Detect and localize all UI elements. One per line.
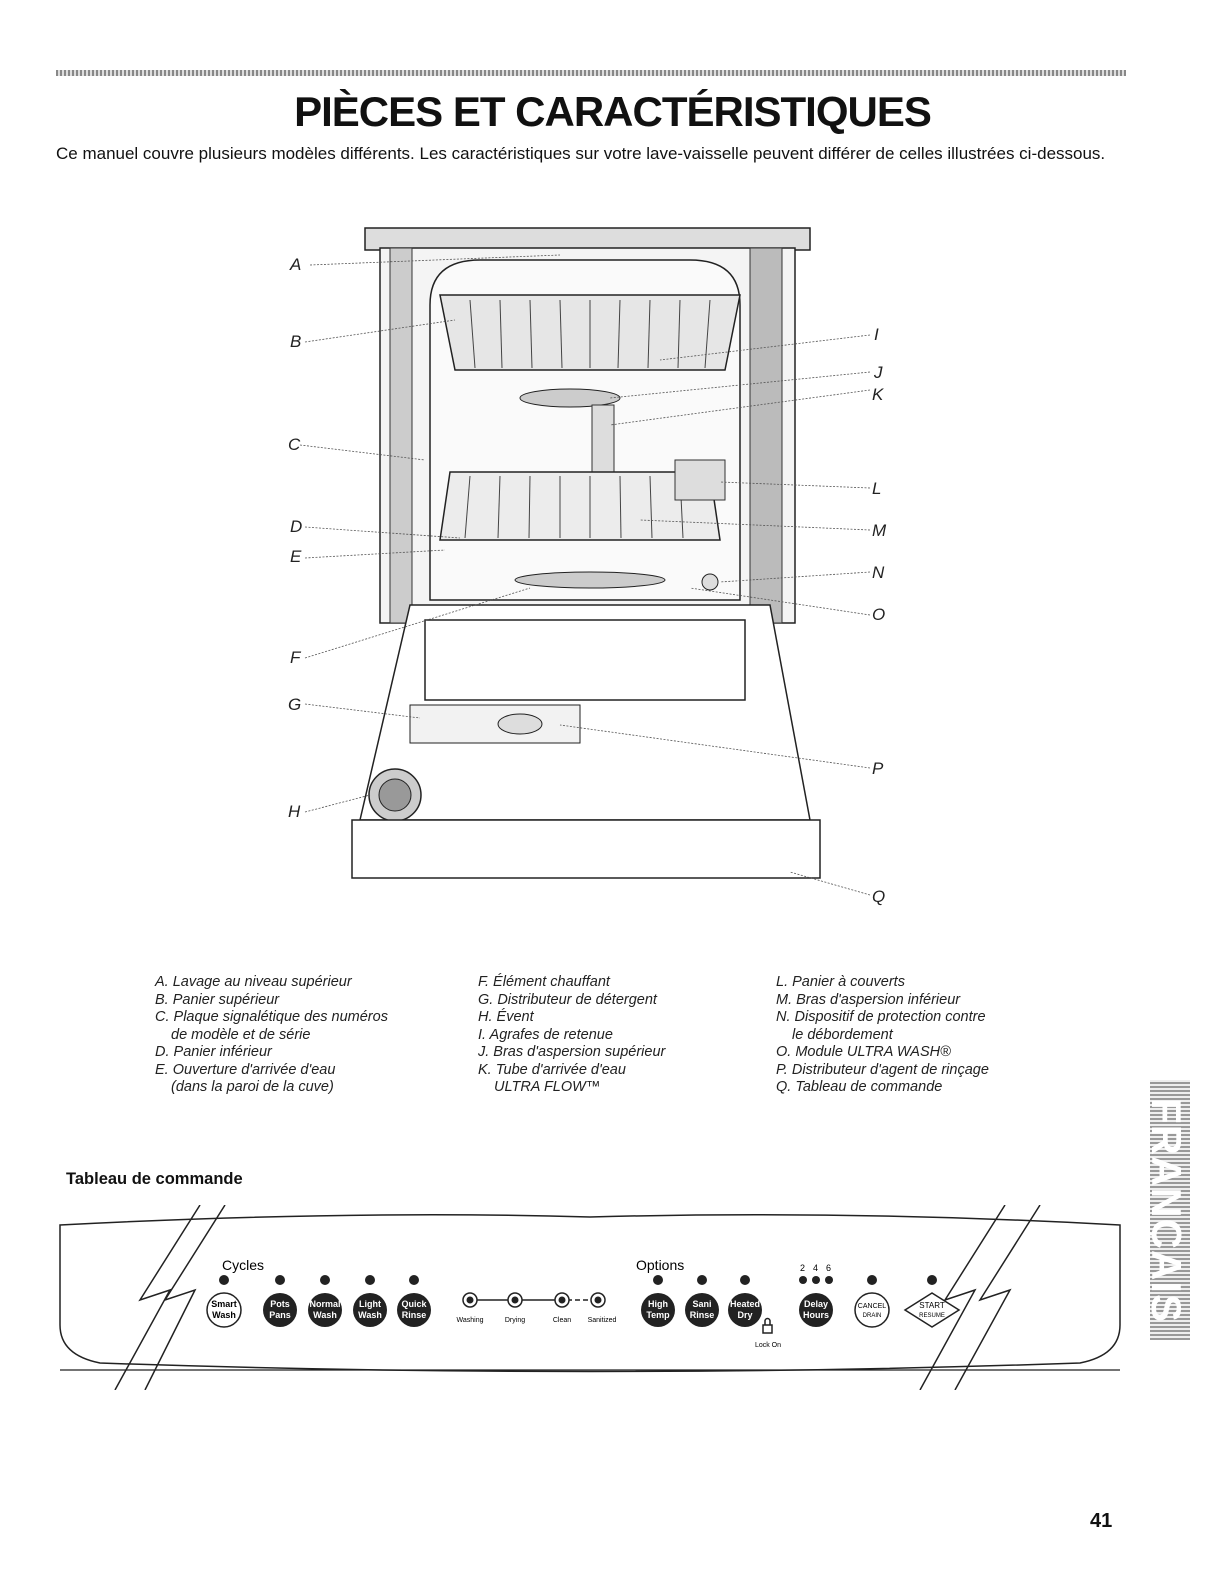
svg-text:Pots: Pots xyxy=(270,1299,290,1309)
legend-item-e-cont: (dans la paroi de la cuve) xyxy=(171,1079,334,1095)
option-sani-rinse-button[interactable]: Sani Rinse xyxy=(685,1275,719,1327)
cycle-smart-wash-button[interactable]: Smart Wash xyxy=(206,1275,242,1328)
lock-icon xyxy=(762,1317,773,1334)
page-number: 41 xyxy=(1090,1510,1113,1532)
svg-text:Wash: Wash xyxy=(358,1310,382,1320)
svg-text:Sani: Sani xyxy=(692,1299,711,1309)
svg-text:Light: Light xyxy=(359,1299,381,1309)
diagram-label-j: J xyxy=(873,363,883,382)
option-heated-dry-button[interactable]: Heated Dry xyxy=(728,1275,762,1327)
diagram-label-c: C xyxy=(288,435,301,454)
legend-column-3: L. Panier à couverts M. Bras d'aspersion… xyxy=(776,974,989,1097)
status-clean: Clean xyxy=(553,1317,571,1324)
legend-item-p: P. Distributeur d'agent de rinçage xyxy=(776,1061,989,1078)
diagram-label-b: B xyxy=(290,332,301,351)
legend-item-g: G. Distributeur de détergent xyxy=(478,991,657,1008)
page-title: PIÈCES ET CARACTÉRISTIQUES xyxy=(294,88,932,135)
legend-item-h: H. Évent xyxy=(478,1009,534,1025)
svg-text:DRAIN: DRAIN xyxy=(863,1313,882,1319)
cycle-pots-pans-button[interactable]: Pots Pans xyxy=(263,1275,297,1327)
svg-text:Smart: Smart xyxy=(211,1299,237,1309)
legend-item-l: L. Panier à couverts xyxy=(776,974,905,990)
diagram-label-h: H xyxy=(288,802,301,821)
svg-text:CANCEL: CANCEL xyxy=(858,1303,887,1310)
control-panel-diagram: Cycles Options Smart Wash Pots Pans Norm… xyxy=(59,1205,1121,1390)
status-drying: Drying xyxy=(505,1317,525,1324)
diagram-label-a: A xyxy=(289,255,301,274)
legend-column-2: F. Élément chauffant G. Distributeur de … xyxy=(478,974,665,1097)
legend-item-k: K. Tube d'arrivée d'eau xyxy=(478,1061,626,1078)
lock-on-label: Lock On xyxy=(755,1342,781,1349)
language-side-label: FRANÇAIS xyxy=(1143,1097,1190,1323)
svg-text:Heated: Heated xyxy=(730,1299,760,1309)
svg-text:Hours: Hours xyxy=(803,1310,829,1320)
legend-item-c: C. Plaque signalétique des numéros xyxy=(155,1009,388,1025)
legend-item-n-cont: le débordement xyxy=(792,1026,893,1043)
legend-item-k-cont: ULTRA FLOW™ xyxy=(494,1079,601,1095)
diagram-label-o: O xyxy=(872,605,885,624)
legend-item-j: J. Bras d'aspersion supérieur xyxy=(478,1044,666,1060)
legend-item-c-cont: de modèle et de série xyxy=(171,1026,311,1043)
cycle-normal-wash-button[interactable]: Normal Wash xyxy=(308,1275,342,1327)
legend-item-q: Q. Tableau de commande xyxy=(776,1079,943,1095)
legend-item-e: E. Ouverture d'arrivée d'eau xyxy=(155,1061,336,1078)
start-resume-button[interactable]: START RESUME xyxy=(903,1275,961,1328)
diagram-label-i: I xyxy=(874,325,879,344)
diagram-label-m: M xyxy=(872,521,887,540)
diagram-label-e: E xyxy=(290,547,302,566)
diagram-label-p: P xyxy=(872,759,884,778)
svg-text:Dry: Dry xyxy=(737,1310,752,1320)
dishwasher-diagram: A B C D E F G H I J K L M N O P Q xyxy=(288,227,887,906)
diagram-label-n: N xyxy=(872,563,885,582)
legend-item-b: B. Panier supérieur xyxy=(155,991,280,1008)
diagram-label-l: L xyxy=(872,479,881,498)
legend-item-d: D. Panier inférieur xyxy=(155,1044,272,1060)
delay-value-6: 6 xyxy=(826,1263,831,1273)
legend-item-a: A. Lavage au niveau supérieur xyxy=(155,974,352,990)
svg-text:Delay: Delay xyxy=(804,1299,828,1309)
svg-text:Normal: Normal xyxy=(309,1299,340,1309)
svg-text:Quick: Quick xyxy=(401,1299,427,1309)
diagram-label-f: F xyxy=(290,648,302,667)
svg-text:Rinse: Rinse xyxy=(402,1310,427,1320)
options-label: Options xyxy=(636,1257,684,1273)
legend-item-f: F. Élément chauffant xyxy=(478,974,610,990)
cycles-label: Cycles xyxy=(222,1257,264,1273)
cycle-light-wash-button[interactable]: Light Wash xyxy=(353,1275,387,1327)
svg-text:Pans: Pans xyxy=(269,1310,291,1320)
delay-value-4: 4 xyxy=(813,1263,818,1273)
diagram-label-g: G xyxy=(288,695,301,714)
diagram-label-q: Q xyxy=(872,887,885,906)
control-panel-heading: Tableau de commande xyxy=(66,1170,243,1188)
header-rule xyxy=(56,70,1126,76)
diagram-label-d: D xyxy=(290,517,302,536)
option-high-temp-button[interactable]: High Temp xyxy=(641,1275,675,1327)
status-washing: Washing xyxy=(457,1317,484,1324)
svg-text:Wash: Wash xyxy=(313,1310,337,1320)
legend-column-1: A. Lavage au niveau supérieur B. Panier … xyxy=(155,974,388,1097)
svg-text:High: High xyxy=(648,1299,668,1309)
language-side-tab xyxy=(1150,1080,1190,1340)
legend-item-i: I. Agrafes de retenue xyxy=(478,1026,613,1043)
svg-text:Temp: Temp xyxy=(646,1310,670,1320)
delay-hours-button[interactable]: Delay Hours xyxy=(799,1276,833,1327)
intro-paragraph: Ce manuel couvre plusieurs modèles diffé… xyxy=(56,144,1106,163)
diagram-label-k: K xyxy=(872,385,884,404)
svg-text:START: START xyxy=(919,1301,945,1310)
svg-text:RESUME: RESUME xyxy=(919,1313,945,1319)
status-lights: Washing Drying Clean Sanitized xyxy=(457,1292,617,1324)
svg-text:Rinse: Rinse xyxy=(690,1310,715,1320)
legend-item-n: N. Dispositif de protection contre xyxy=(776,1009,986,1025)
delay-value-2: 2 xyxy=(800,1263,805,1273)
legend-item-o: O. Module ULTRA WASH® xyxy=(776,1044,951,1060)
cycle-quick-rinse-button[interactable]: Quick Rinse xyxy=(397,1275,431,1327)
svg-text:Wash: Wash xyxy=(212,1310,236,1320)
legend-item-m: M. Bras d'aspersion inférieur xyxy=(776,991,961,1008)
cancel-drain-button[interactable]: CANCEL DRAIN xyxy=(854,1275,890,1328)
status-sanitized: Sanitized xyxy=(588,1317,617,1324)
